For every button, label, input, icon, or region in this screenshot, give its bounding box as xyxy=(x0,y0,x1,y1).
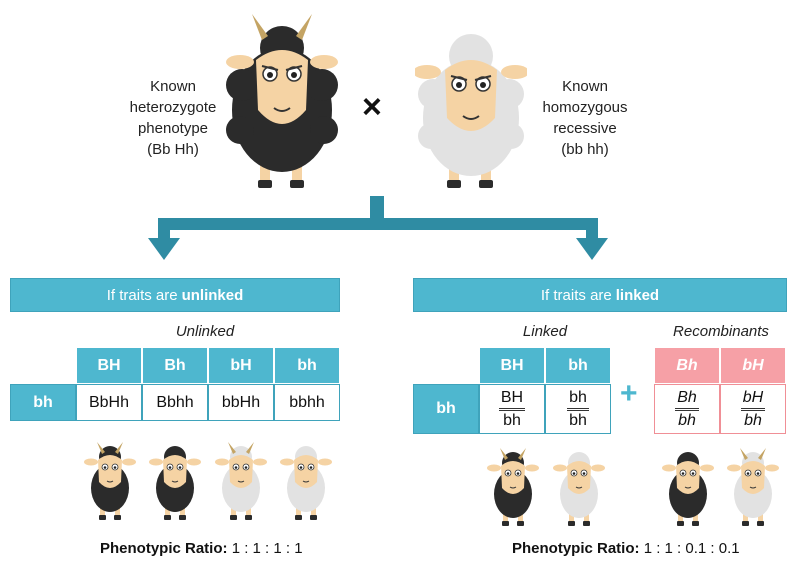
right-parent-label-line: homozygous xyxy=(542,99,628,116)
arrow-right-shaft xyxy=(586,218,598,242)
linked-row-header: bh xyxy=(413,384,479,434)
chromosome-bottom: bh xyxy=(569,411,587,429)
unlinked-cell: bbHh xyxy=(208,384,274,421)
unlinked-cell: BbHh xyxy=(76,384,142,421)
left-parent-label-line: Known xyxy=(150,78,196,95)
parent-sheep-black-horned xyxy=(226,14,338,188)
chromosome-top: BH xyxy=(498,389,526,411)
recombinant-col-header: bH xyxy=(720,347,786,384)
unlinked-col-header: Bh xyxy=(142,347,208,384)
recombinants-caption: Recombinants xyxy=(673,323,769,340)
ratio-value: 1 : 1 : 0.1 : 0.1 xyxy=(643,540,740,557)
unlinked-row-header: bh xyxy=(10,384,76,421)
right-parent-label-line: Known xyxy=(562,78,608,95)
chromosome-bottom: bh xyxy=(678,411,696,429)
unlinked-banner: If traits are unlinked xyxy=(10,278,340,312)
right-parent-label-line: (bb hh) xyxy=(561,141,609,158)
linked-col-header: bh xyxy=(545,347,611,384)
unlinked-cell: Bbhh xyxy=(142,384,208,421)
right-parent-label: Known homozygous recessive (bb hh) xyxy=(530,76,640,160)
unlinked-col-header: bh xyxy=(274,347,340,384)
ratio-value: 1 : 1 : 1 : 1 xyxy=(231,540,303,557)
linked-col-header: BH xyxy=(479,347,545,384)
left-parent-label-line: phenotype xyxy=(137,120,209,137)
offspring-black-hornless-sheep xyxy=(662,452,714,526)
recombinant-col-header: Bh xyxy=(654,347,720,384)
left-parent-label-line: heterozygote xyxy=(129,99,217,116)
sheep-body xyxy=(226,14,338,188)
linked-banner-bold: linked xyxy=(615,286,660,304)
offspring-white-horned-sheep xyxy=(215,442,267,520)
arrow-left-shaft xyxy=(158,218,170,242)
linked-caption: Linked xyxy=(522,323,568,340)
left-parent-label-line: (Bb Hh) xyxy=(147,141,199,158)
offspring-white-hornless-sheep xyxy=(280,446,332,520)
chromosome-top: bH xyxy=(740,389,766,411)
arrow-left-head xyxy=(148,238,180,260)
offspring-white-hornless-sheep xyxy=(553,452,605,526)
plus-symbol: + xyxy=(620,377,638,410)
offspring-white-horned-sheep xyxy=(727,448,779,526)
chromosome-top: bh xyxy=(567,389,589,411)
recombinant-cell: Bh bh xyxy=(654,384,720,434)
recombinant-cell: bH bh xyxy=(720,384,786,434)
branch-arrows xyxy=(148,196,608,260)
arrow-stem xyxy=(370,196,384,220)
unlinked-phenotypic-ratio: Phenotypic Ratio: 1 : 1 : 1 : 1 xyxy=(100,540,303,557)
unlinked-banner-bold: unlinked xyxy=(181,286,244,304)
linked-banner: If traits are linked xyxy=(413,278,787,312)
unlinked-banner-prefix: If traits are xyxy=(106,286,178,304)
ratio-label: Phenotypic Ratio: xyxy=(512,540,640,557)
ratio-label: Phenotypic Ratio: xyxy=(100,540,228,557)
unlinked-cell: bbhh xyxy=(274,384,340,421)
unlinked-caption: Unlinked xyxy=(175,323,235,340)
cross-symbol: × xyxy=(362,88,382,126)
right-parent-label-line: recessive xyxy=(553,120,617,137)
offspring-black-horned-sheep xyxy=(487,448,539,526)
chromosome-bottom: bh xyxy=(503,411,521,429)
unlinked-col-header: bH xyxy=(208,347,274,384)
sheep-body xyxy=(415,34,527,188)
linked-phenotypic-ratio: Phenotypic Ratio: 1 : 1 : 0.1 : 0.1 xyxy=(512,540,740,557)
genotype-fraction: bh bh xyxy=(567,389,589,430)
offspring-black-hornless-sheep xyxy=(149,446,201,520)
left-parent-label: Known heterozygote phenotype (Bb Hh) xyxy=(118,76,228,160)
parent-sheep-white xyxy=(415,34,527,188)
linked-banner-prefix: If traits are xyxy=(540,286,612,304)
genotype-fraction: BH bh xyxy=(498,389,526,430)
arrow-right-head xyxy=(576,238,608,260)
genotype-fraction: bH bh xyxy=(740,389,766,430)
chromosome-bottom: bh xyxy=(744,411,762,429)
linked-cell: BH bh xyxy=(479,384,545,434)
arrow-crossbar xyxy=(158,218,598,230)
unlinked-col-header: BH xyxy=(76,347,142,384)
chromosome-top: Bh xyxy=(675,389,699,411)
genotype-fraction: Bh bh xyxy=(675,389,699,430)
linked-cell: bh bh xyxy=(545,384,611,434)
offspring-black-horned-sheep xyxy=(84,442,136,520)
